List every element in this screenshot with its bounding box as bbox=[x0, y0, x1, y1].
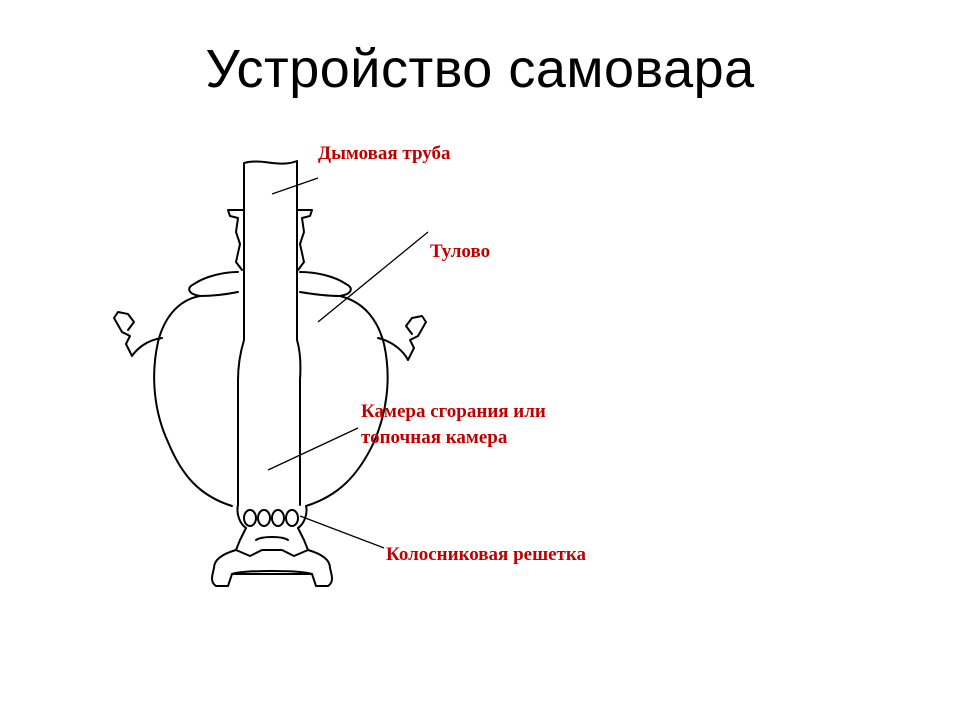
leader-grate bbox=[299, 515, 385, 549]
leader-chimney bbox=[271, 177, 319, 195]
samovar-body-right bbox=[299, 271, 389, 507]
chimney-pipe bbox=[237, 160, 302, 506]
leader-chamber bbox=[267, 427, 359, 471]
handle-right bbox=[377, 315, 427, 361]
label-chimney: Дымовая труба bbox=[318, 143, 451, 164]
slide-title: Устройство самовара bbox=[205, 39, 755, 99]
label-combustion-chamber: Камера сгорания или топочная камера bbox=[361, 399, 546, 451]
handle-left bbox=[113, 311, 163, 357]
label-body: Тулово bbox=[430, 241, 491, 262]
label-chamber-line2: топочная камера bbox=[361, 427, 508, 448]
samovar-body-left bbox=[153, 271, 239, 507]
samovar-crown bbox=[227, 209, 245, 271]
samovar-base bbox=[211, 549, 333, 587]
label-grate: Колосниковая решетка bbox=[386, 544, 587, 565]
leader-body bbox=[317, 231, 429, 323]
label-chamber-line1: Камера сгорания или bbox=[361, 401, 546, 422]
samovar-crown-right bbox=[296, 209, 313, 271]
